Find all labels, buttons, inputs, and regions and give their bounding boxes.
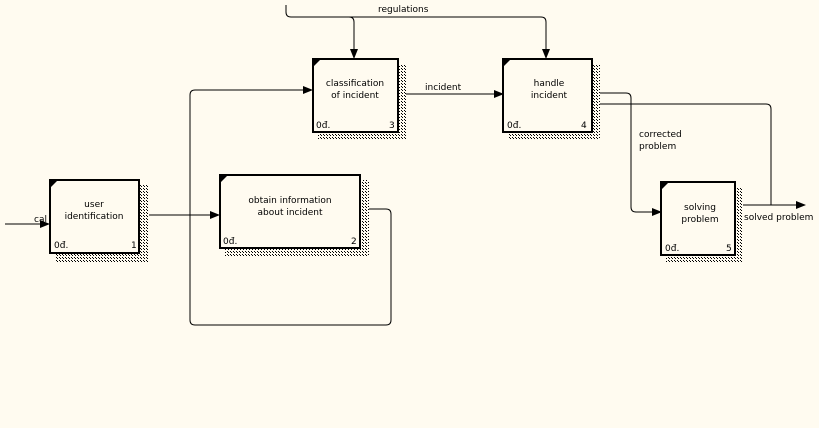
call-label: cal [34,215,47,225]
box-4-label-line2: incident [531,91,568,101]
box-2-cost: 0đ. [223,237,237,247]
activity-box-user-identification[interactable]: user identification 0đ. 1 [49,179,149,262]
corrected-label-line2: problem [639,142,676,152]
regulations-label: regulations [378,5,429,15]
box-4-label-line1: handle [534,79,565,89]
box-1-cost: 0đ. [54,241,68,251]
regulations-branch-arrow[interactable] [348,16,358,59]
box-3-label-line2: of incident [331,91,379,101]
box-1-number: 1 [131,241,137,251]
box-1-label-line1: user [84,200,104,210]
regulations-arrow[interactable] [285,5,550,59]
obtain-to-classification-arrow[interactable] [189,86,392,326]
box-4-cost: 0đ. [507,121,521,131]
box-3-label-line1: classification [326,79,384,89]
activity-box-solving-problem[interactable]: solving problem 0đ. 5 [660,181,743,263]
box-3-number: 3 [389,121,395,131]
box-2-label-line1: obtain information [248,196,331,206]
box-4-number: 4 [581,121,587,131]
incident-label: incident [425,83,462,93]
box-5-label-line2: problem [681,215,718,225]
solved-label: solved problem [744,213,813,223]
box-1-label-line2: identification [65,212,124,222]
corrected-problem-arrow[interactable] [592,92,662,216]
box-5-cost: 0đ. [665,244,679,254]
box-5-number: 5 [726,244,732,254]
activity-box-handle-incident[interactable]: handle incident 0đ. 4 [502,58,600,140]
box-3-cost: 0đ. [316,121,330,131]
box-2-number: 2 [351,237,357,247]
handle-to-output-arrow[interactable] [592,103,772,205]
activity-box-obtain-information[interactable]: obtain information about incident 0đ. 2 [219,174,369,257]
box-2-label-line2: about incident [258,208,323,218]
corrected-label-line1: corrected [639,130,682,140]
activity-box-classification[interactable]: classification of incident 0đ. 3 [312,58,406,140]
box-5-label-line1: solving [684,203,716,213]
